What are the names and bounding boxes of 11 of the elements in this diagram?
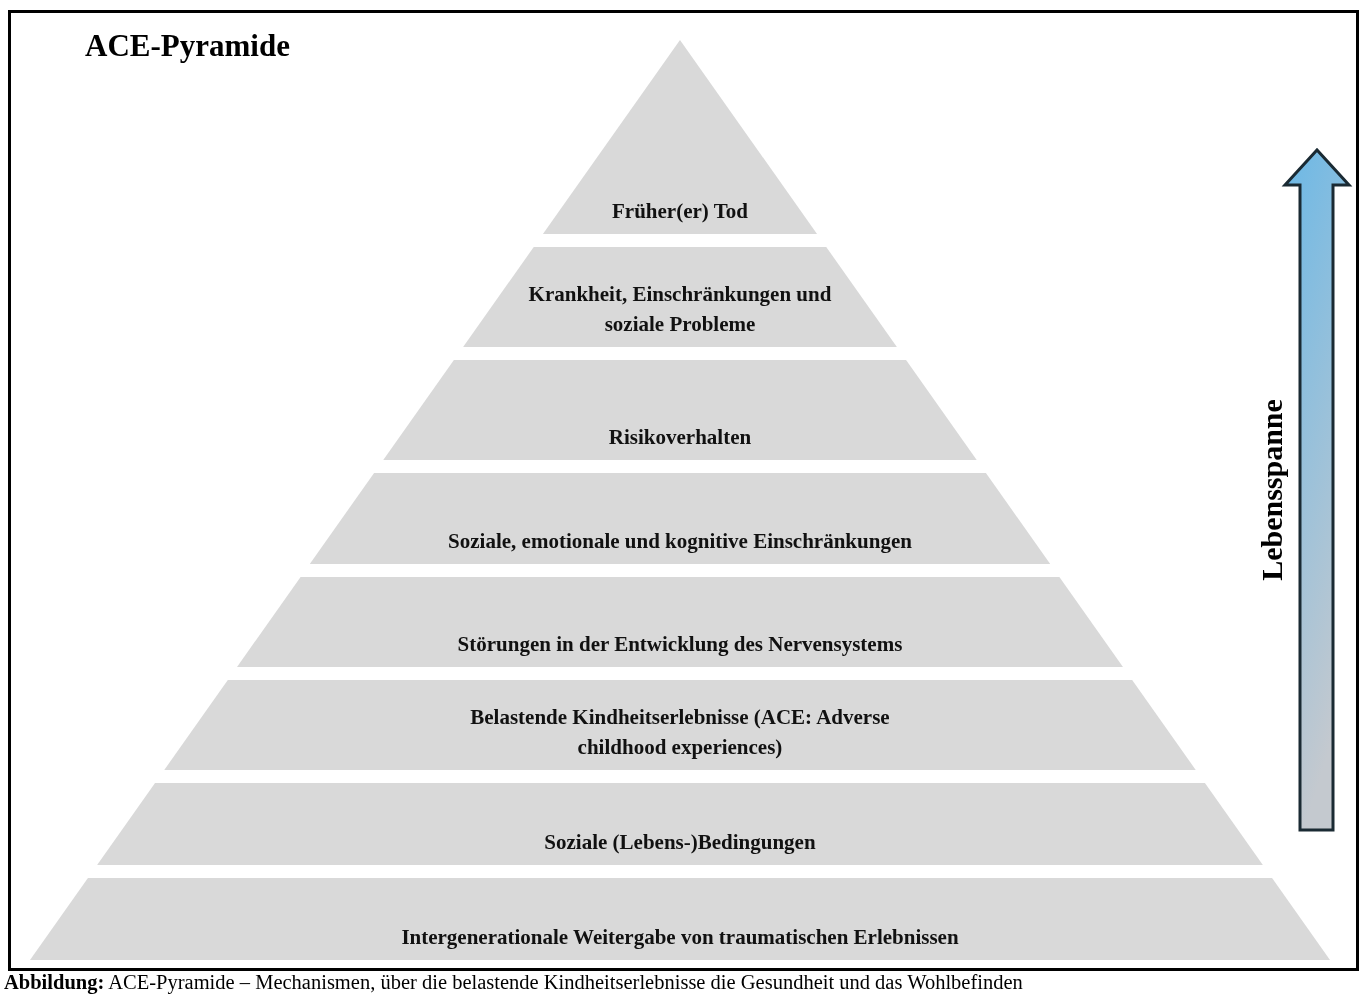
layer-label: Störungen in der Entwicklung des Nervensystems — [457, 631, 903, 658]
layer-label: Früher(er) Tod — [612, 198, 748, 225]
axis-label: Lebensspanne — [1255, 399, 1289, 581]
layer-label: Soziale (Lebens-)Bedingungen — [544, 829, 816, 856]
layer-label: Soziale, emotionale und kognitive Einschränkungen — [448, 528, 912, 555]
figure-caption: Abbildung: ACE-Pyramide – Mechanismen, über die belastende Kindheitserlebnisse die Gesundheit und das Wohlbefinden — [4, 970, 1023, 996]
diagram-title: ACE-Pyramide — [85, 28, 290, 64]
layer-label: Belastende Kindheitserlebnisse (ACE: Adverse childhood experiences) — [469, 704, 891, 761]
layer-label: Krankheit, Einschränkungen und soziale Probleme — [527, 281, 833, 338]
layer-label: Risikoverhalten — [608, 424, 752, 451]
layer-label: Intergenerationale Weitergabe von traumatischen Erlebnissen — [401, 924, 959, 951]
